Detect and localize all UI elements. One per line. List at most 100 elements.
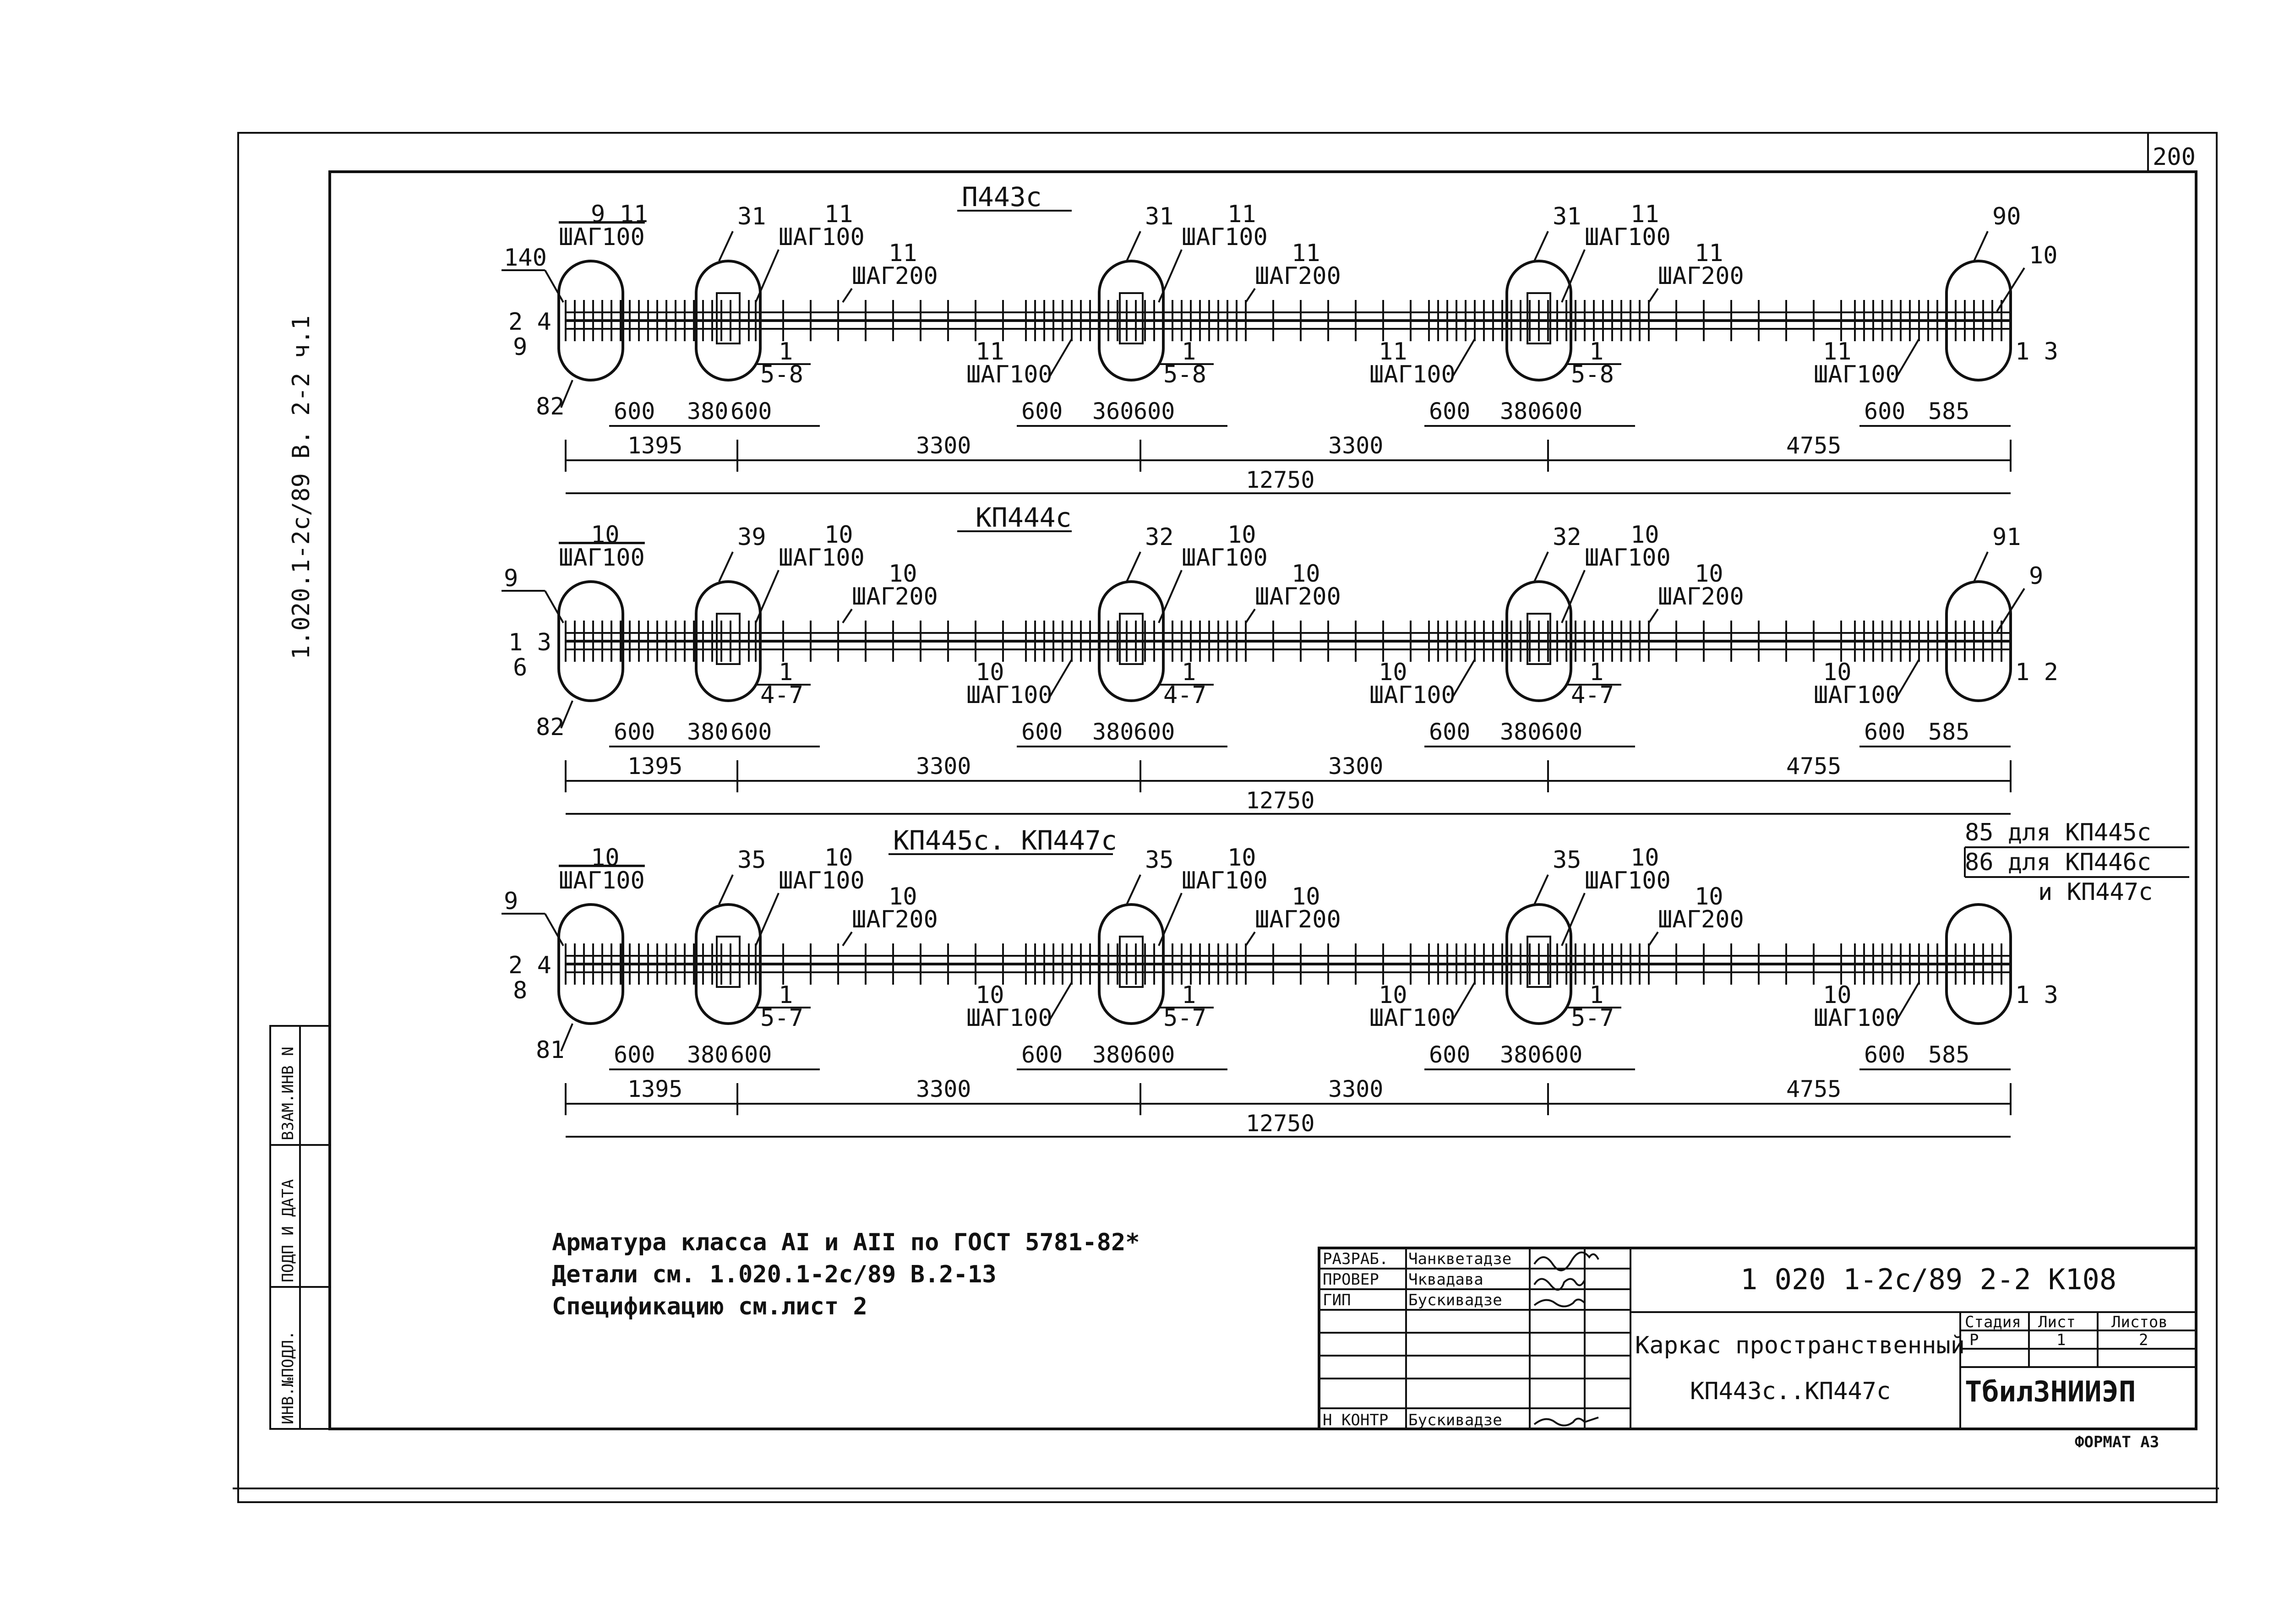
left-ext-leader (544, 270, 564, 303)
cage-number: 35 (1145, 846, 1174, 874)
format-label: ФОРМАТ А3 (2075, 1433, 2159, 1451)
dim-row1-value: 600 (731, 398, 772, 425)
dim-row1-value: 600 (1429, 398, 1470, 425)
step-bottom-label: ШАГ100 (1369, 681, 1456, 709)
cage-section (1505, 260, 1572, 381)
cage-section (695, 903, 762, 1025)
left-bottom-leader (560, 380, 573, 408)
step-bottom-leader (1048, 338, 1073, 379)
right-note-line: 85 для КП445с (1965, 819, 2151, 846)
under-mark-range: 4-7 (1571, 681, 1614, 709)
cage-number-leader (1126, 551, 1141, 582)
dim-total-value: 12750 (1246, 467, 1315, 493)
title-block: РАЗРАБ. ПРОВЕР ГИП Н КОНТР Чанкветадзе Ч… (1318, 1247, 2197, 1430)
cage-section (1945, 903, 2012, 1025)
step-mid-label: ШАГ200 (1255, 262, 1341, 290)
stamp-name-1: Чанкветадзе (1408, 1250, 1511, 1268)
stamp-title-2: КП443с..КП447с (1690, 1378, 1891, 1405)
step-mid-leader (1648, 288, 1659, 303)
step-top-count: 11 (824, 201, 853, 228)
step-bottom-label: ШАГ100 (1814, 1004, 1900, 1032)
page-number: 200 (2153, 143, 2196, 171)
first-cage-step: ШАГ100 (559, 544, 645, 572)
first-cage-top: 10 (591, 521, 620, 549)
dim-row1-value: 600 (1134, 398, 1175, 425)
step-top-label: ШАГ100 (1585, 223, 1671, 251)
frame-title: КП445с. КП447с (893, 825, 1117, 856)
stamp-title-1: Каркас пространственный (1635, 1332, 1965, 1359)
dim-row1-value: 585 (1928, 1041, 1969, 1068)
right-end-label: 1 2 (2015, 659, 2058, 686)
first-cage-top: 9 11 (591, 201, 648, 228)
cage-section (557, 580, 624, 702)
cage-number: 32 (1145, 523, 1174, 551)
cage-section (557, 260, 624, 381)
dim-row1-value: 600 (1021, 398, 1063, 425)
stamp-sheets-header: Листов (2111, 1313, 2168, 1331)
step-bottom-count: 10 (1379, 981, 1407, 1009)
right-pos-leader (1996, 588, 2025, 633)
step-bottom-label: ШАГ100 (1369, 1004, 1456, 1032)
left-pos-label: 2 4 (508, 308, 551, 336)
dim-row1-value: 600 (1864, 1041, 1905, 1068)
dim-row1-value: 600 (1864, 398, 1905, 425)
step-bottom-leader (1048, 659, 1073, 699)
cage-insert (1527, 292, 1551, 344)
under-mark-range: 5-8 (760, 361, 803, 388)
step-top-leader (1561, 570, 1586, 623)
step-mid-count: 10 (1292, 883, 1320, 910)
step-bottom-label: ШАГ100 (966, 361, 1052, 388)
step-top-count: 10 (824, 844, 853, 872)
cage-number: 31 (1553, 203, 1581, 230)
cage-number: 91 (1992, 523, 2021, 551)
dim-total-value: 12750 (1246, 1110, 1315, 1137)
under-mark-range: 4-7 (1163, 681, 1206, 709)
frame-title: КП444с (976, 502, 1072, 533)
cage-number: 35 (1553, 846, 1581, 874)
step-bottom-count: 11 (976, 338, 1004, 365)
step-mid-leader (1245, 288, 1256, 303)
step-bottom-label: ШАГ100 (966, 1004, 1052, 1032)
under-mark-top: 1 (1589, 659, 1603, 686)
cage-insert (1527, 936, 1551, 988)
left-sub-label: 6 (513, 654, 527, 681)
step-mid-count: 11 (1292, 240, 1320, 267)
stamp-code: 1 020 1-2с/89 2-2 К108 (1740, 1263, 2116, 1296)
cage-section (695, 580, 762, 702)
dim-row1-value: 380 (687, 719, 728, 745)
step-mid-count: 10 (1695, 883, 1723, 910)
dim-row1-value: 360 (1092, 398, 1134, 425)
step-mid-leader (1648, 931, 1659, 947)
dim-row1-value: 600 (614, 398, 655, 425)
cage-section (1098, 580, 1165, 702)
note-specification: Спецификацию см.лист 2 (552, 1293, 867, 1320)
step-bottom-count: 11 (1823, 338, 1852, 365)
stamp-stage: Р (1969, 1331, 1979, 1349)
step-top-label: ШАГ100 (1182, 223, 1268, 251)
cage-section (695, 260, 762, 381)
step-top-count: 11 (1630, 201, 1659, 228)
stamp-role-razrab: РАЗРАБ. (1323, 1250, 1388, 1268)
dim-row2-value: 3300 (1328, 432, 1383, 459)
right-note-line: и КП447с (2038, 878, 2153, 906)
step-top-count: 10 (1227, 844, 1256, 872)
cage-insert (1119, 292, 1144, 344)
dim-row2-value: 4755 (1786, 432, 1841, 459)
under-mark-top: 1 (1182, 659, 1196, 686)
step-top-leader (1158, 570, 1183, 623)
dim-row1-value: 380 (1500, 719, 1541, 745)
dim-row1-value: 585 (1928, 719, 1969, 745)
step-bottom-count: 10 (1823, 981, 1852, 1009)
stamp-sheet: 1 (2056, 1331, 2066, 1349)
left-bottom-label: 81 (536, 1036, 565, 1064)
cage-number: 35 (737, 846, 766, 874)
step-mid-label: ШАГ200 (1255, 583, 1341, 610)
step-mid-label: ШАГ200 (852, 262, 938, 290)
step-bottom-leader (1451, 659, 1476, 699)
right-end-label: 1 3 (2015, 981, 2058, 1009)
cage-number: 39 (737, 523, 766, 551)
step-mid-leader (842, 608, 853, 624)
under-mark-top: 1 (1589, 981, 1603, 1009)
